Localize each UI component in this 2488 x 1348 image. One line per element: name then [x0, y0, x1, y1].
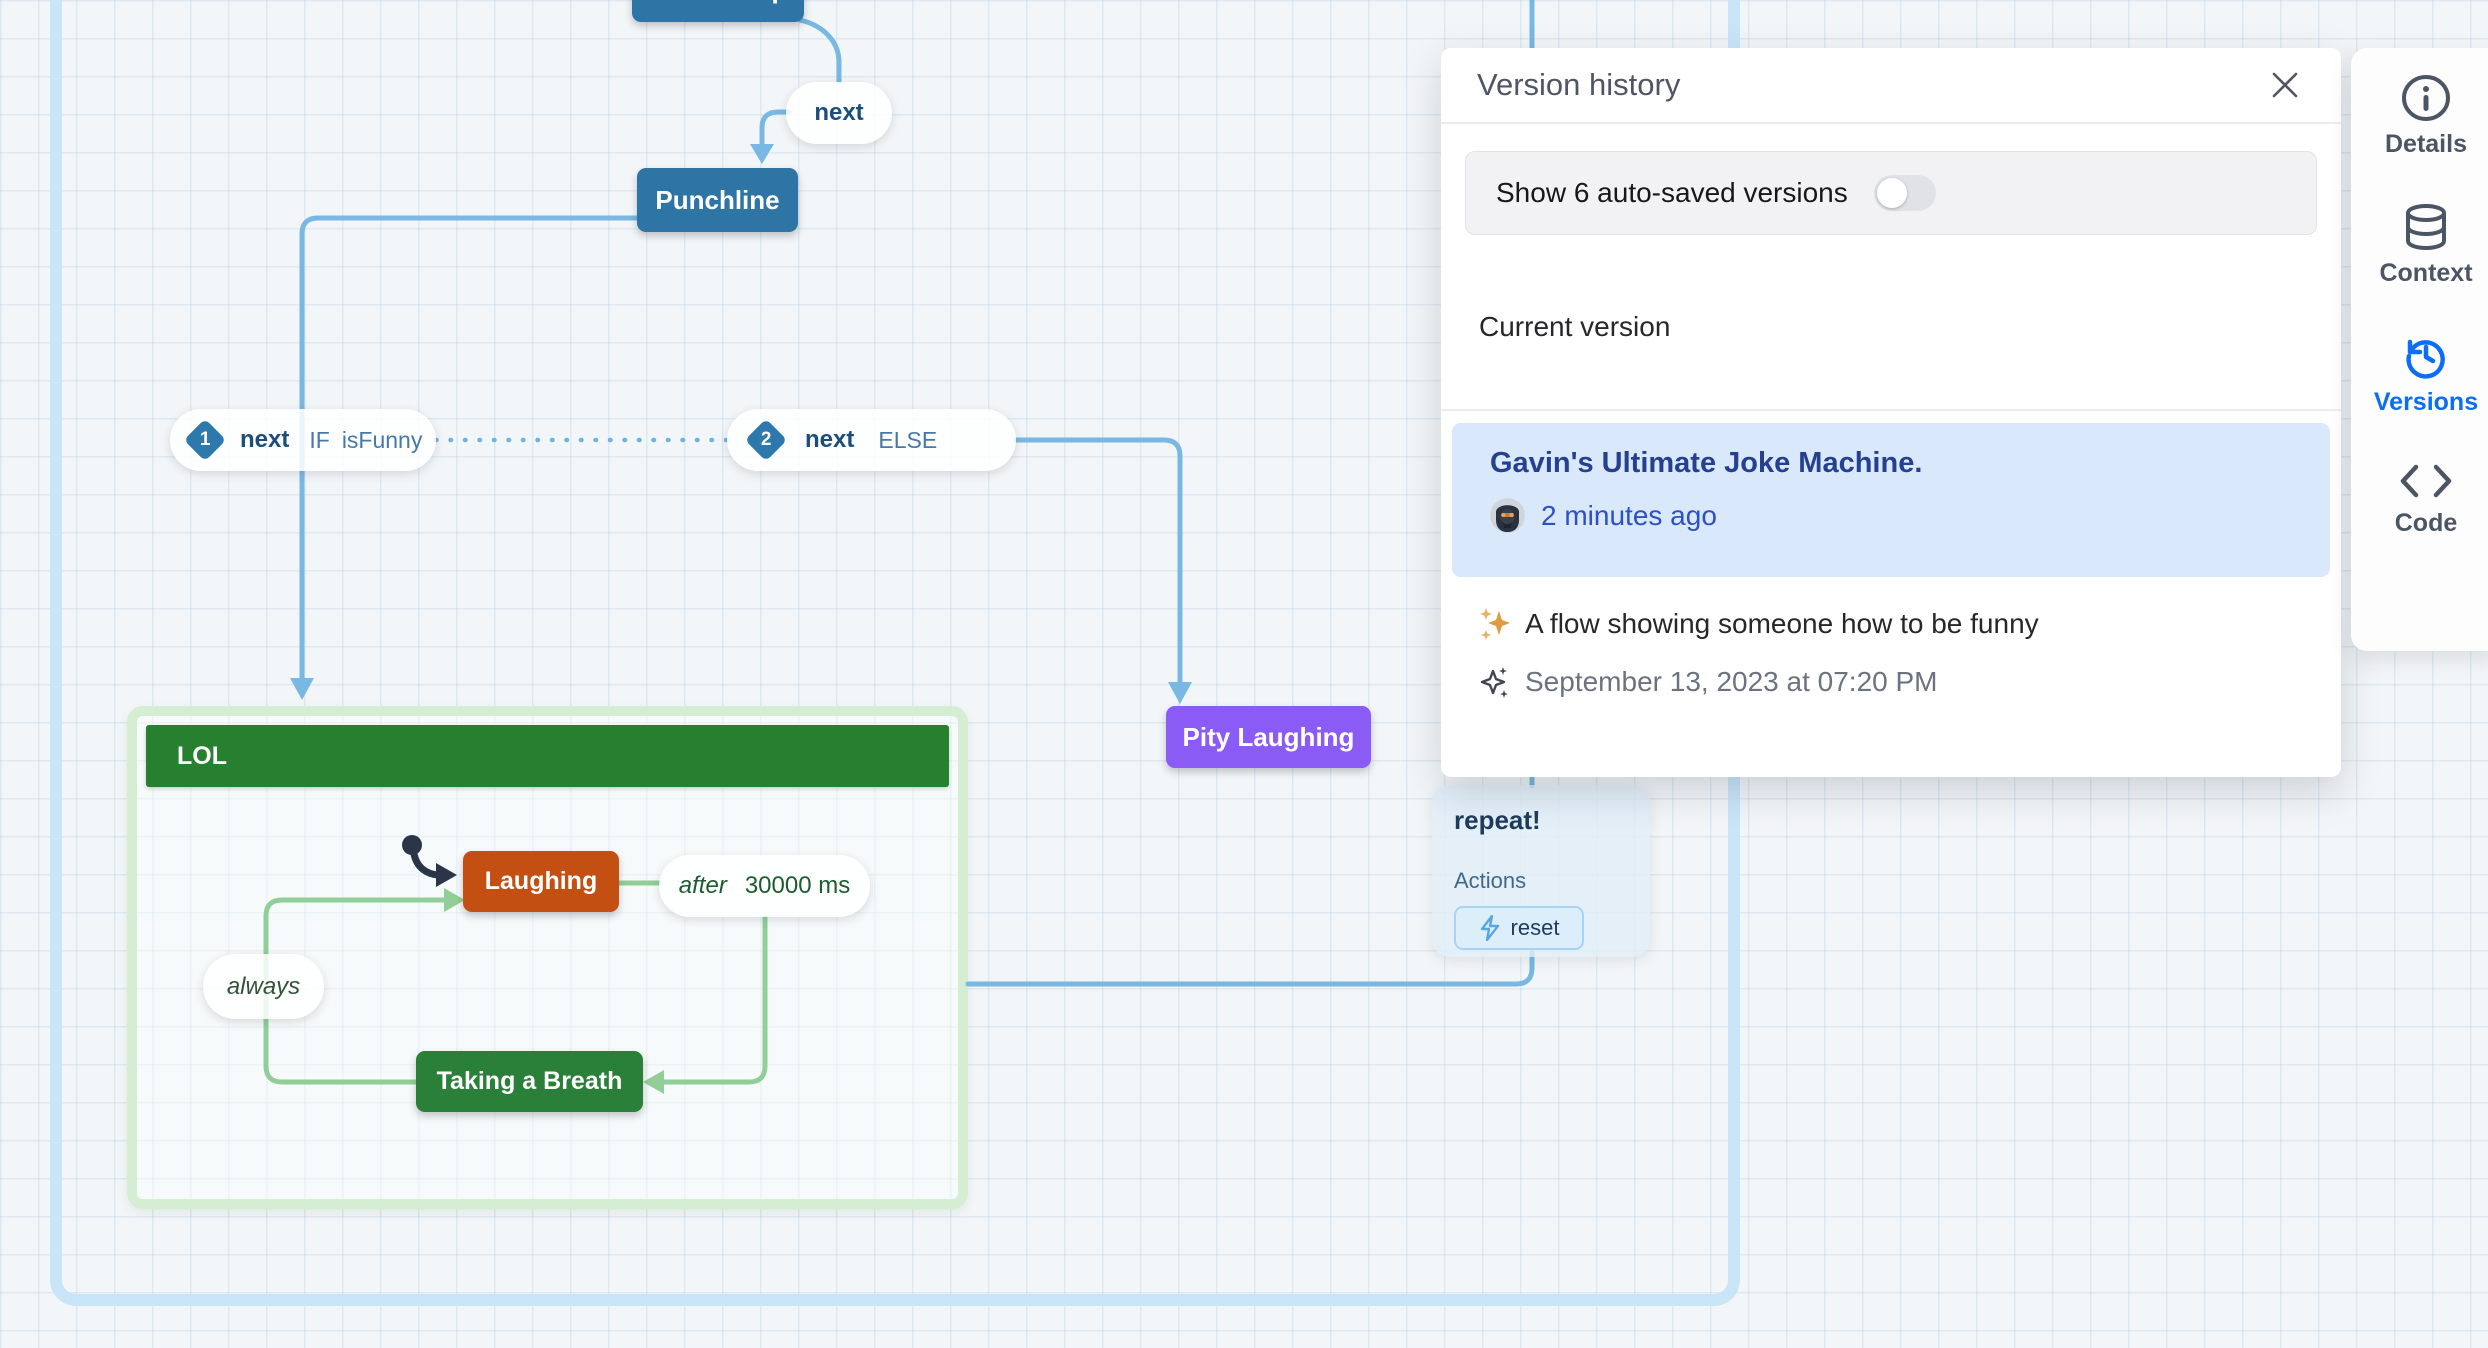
- event-pill-next-top[interactable]: next: [786, 82, 892, 144]
- reset-action-button[interactable]: reset: [1454, 906, 1584, 950]
- version-date-row: September 13, 2023 at 07:20 PM: [1479, 665, 2341, 699]
- sidebar-item-label: Versions: [2373, 388, 2479, 416]
- version-history-panel: Version history Show 6 auto-saved versio…: [1441, 48, 2341, 777]
- transition-if-keyword: IF: [309, 426, 330, 453]
- version-description: A flow showing someone how to be funny: [1525, 608, 2039, 639]
- transition-order-badge-1: 1: [183, 418, 227, 462]
- avatar: [1490, 498, 1525, 533]
- version-description-row: A flow showing someone how to be funny: [1479, 607, 2341, 641]
- sidebar-item-label: Context: [2379, 259, 2473, 287]
- state-label-joke-setup: Joke Setup: [649, 0, 788, 5]
- transition-event-label: next: [240, 426, 290, 453]
- state-node-joke-setup[interactable]: Joke Setup: [632, 0, 804, 22]
- event-label-next: next: [814, 99, 864, 126]
- sidebar-item-code[interactable]: Code: [2366, 461, 2486, 538]
- state-label-punchline: Punchline: [655, 184, 780, 215]
- state-node-taking-a-breath[interactable]: Taking a Breath: [416, 1051, 643, 1112]
- version-created-at: September 13, 2023 at 07:20 PM: [1525, 666, 1938, 697]
- after-keyword: after: [678, 872, 727, 899]
- state-node-punchline[interactable]: Punchline: [637, 168, 798, 232]
- delay-pill-after-30000ms[interactable]: after 30000 ms: [659, 855, 870, 917]
- code-icon: [2400, 464, 2452, 498]
- transition-guard-name: isFunny: [341, 426, 423, 453]
- transition-order-badge-2: 2: [744, 418, 788, 462]
- sidebar-item-versions[interactable]: Versions: [2366, 332, 2486, 417]
- state-label-lol: LOL: [177, 741, 227, 770]
- version-history-header: Version history: [1441, 48, 2341, 124]
- inspector-sidebar: Details Context Versions Code: [2351, 48, 2488, 651]
- sidebar-item-label: Code: [2394, 509, 2458, 537]
- event-card-repeat[interactable]: repeat! Actions reset: [1432, 785, 1650, 957]
- after-delay-value: 30000 ms: [744, 872, 851, 899]
- version-name: Gavin's Ultimate Joke Machine.: [1490, 447, 1923, 479]
- always-label: always: [226, 972, 301, 1000]
- state-label-laughing: Laughing: [484, 867, 598, 895]
- close-button[interactable]: [2265, 65, 2305, 105]
- database-icon: [2406, 204, 2446, 251]
- history-icon: [2406, 339, 2445, 379]
- panel-divider: [1441, 409, 2341, 411]
- state-label-taking-a-breath: Taking a Breath: [436, 1067, 623, 1095]
- autosave-toggle-row: Show 6 auto-saved versions: [1465, 151, 2317, 235]
- sparkles-icon: [1480, 608, 1510, 640]
- state-node-lol-header[interactable]: LOL: [146, 725, 949, 787]
- toggle-knob: [1876, 178, 1907, 208]
- autosave-toggle-label: Show 6 auto-saved versions: [1496, 177, 1848, 208]
- autosave-toggle-switch[interactable]: [1873, 175, 1936, 211]
- transition-else-keyword: ELSE: [878, 426, 938, 453]
- lightning-bolt-icon: [1480, 915, 1499, 941]
- panel-title: Version history: [1477, 67, 1681, 102]
- sidebar-item-label: Details: [2385, 130, 2467, 158]
- ai-sparkle-icon: [1480, 667, 1508, 698]
- transition-event-label: next: [805, 426, 855, 453]
- actions-label: Actions: [1454, 868, 1527, 893]
- close-icon: [2272, 72, 2298, 98]
- version-timestamp: 2 minutes ago: [1541, 499, 1717, 531]
- event-name-repeat: repeat!: [1454, 805, 1541, 835]
- sidebar-item-details[interactable]: Details: [2366, 74, 2486, 159]
- always-pill[interactable]: always: [203, 954, 324, 1019]
- state-node-pity-laughing[interactable]: Pity Laughing: [1166, 706, 1371, 768]
- transition-pill-next-else[interactable]: 2 next ELSE: [727, 409, 1016, 471]
- state-node-laughing[interactable]: Laughing: [463, 851, 619, 912]
- reset-action-label: reset: [1510, 915, 1560, 940]
- current-version-heading: Current version: [1479, 311, 1671, 342]
- info-icon: [2402, 75, 2450, 121]
- state-label-pity-laughing: Pity Laughing: [1182, 721, 1355, 752]
- transition-pill-next-if-isfunny[interactable]: 1 next IF isFunny: [170, 409, 436, 471]
- sidebar-item-context[interactable]: Context: [2366, 203, 2486, 288]
- current-version-row[interactable]: Gavin's Ultimate Joke Machine. 2 minutes…: [1452, 423, 2330, 577]
